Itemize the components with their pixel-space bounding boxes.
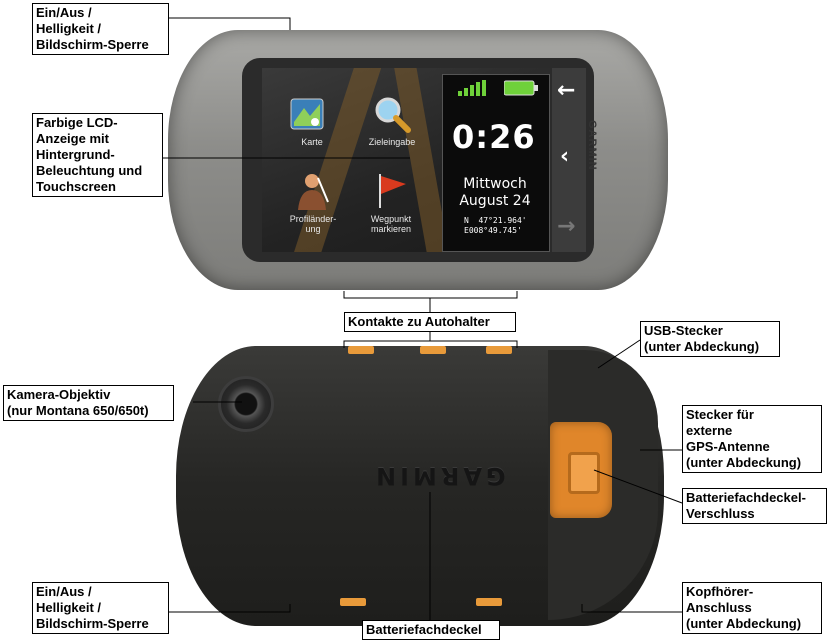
mount-contact — [420, 346, 446, 354]
mount-contact — [348, 346, 374, 354]
screen-side-strip — [552, 68, 586, 252]
callout-battery-latch: Batteriefachdeckel- Verschluss — [682, 488, 827, 524]
tile-label-profile: Profiländer- ung — [289, 214, 337, 234]
leader-latch — [593, 469, 683, 504]
callout-usb: USB-Stecker (unter Abdeckung) — [640, 321, 780, 357]
mount-contact — [340, 598, 366, 606]
chevron-left-icon[interactable]: ‹ — [560, 144, 570, 169]
leader-contacts-top — [343, 291, 518, 299]
callout-lcd: Farbige LCD- Anzeige mit Hintergrund- Be… — [32, 113, 163, 197]
latch-ring[interactable] — [568, 452, 600, 494]
battery-icon — [504, 80, 538, 96]
mount-contact — [476, 598, 502, 606]
signal-icon — [458, 80, 486, 96]
camera-lens — [218, 376, 274, 432]
callout-contacts: Kontakte zu Autohalter — [344, 312, 516, 332]
leader-contacts-bottom — [343, 340, 518, 348]
callout-power-bottom: Ein/Aus / Helligkeit / Bildschirm-Sperre — [32, 582, 169, 634]
leader-usb — [597, 339, 641, 369]
tile-label-map: Karte — [301, 137, 323, 147]
mount-contact — [486, 346, 512, 354]
callout-headphone: Kopfhörer- Anschluss (unter Abdeckung) — [682, 582, 822, 634]
tile-label-waypoint: Wegpunkt markieren — [370, 214, 412, 234]
tile-label-destination: Zieleingabe — [368, 137, 416, 147]
date-text: August 24 — [459, 193, 531, 209]
clock-time: 0:26 — [452, 118, 536, 156]
arrow-right-icon[interactable]: → — [557, 214, 576, 239]
coordinates-text: N 47°21.964' E008°49.745' — [464, 216, 527, 235]
flag-icon — [379, 174, 406, 208]
callout-camera: Kamera-Objektiv (nur Montana 650/650t) — [3, 385, 174, 421]
callout-gps-antenna: Stecker für externe GPS-Antenne (unter A… — [682, 405, 822, 473]
callout-battery-cover: Batteriefachdeckel — [362, 620, 500, 640]
brand-side-logo: GARMIN — [586, 120, 598, 171]
map-icon — [290, 98, 324, 130]
leader-power-top — [168, 17, 291, 30]
person-icon — [298, 174, 329, 210]
callout-power-top: Ein/Aus / Helligkeit / Bildschirm-Sperre — [32, 3, 169, 55]
status-panel — [442, 74, 550, 252]
arrow-left-icon[interactable]: ← — [557, 78, 576, 103]
leader-power-bottom — [168, 604, 291, 613]
day-text: Mittwoch — [463, 176, 527, 192]
magnifier-icon — [375, 97, 411, 133]
leader-headphone — [581, 604, 682, 613]
